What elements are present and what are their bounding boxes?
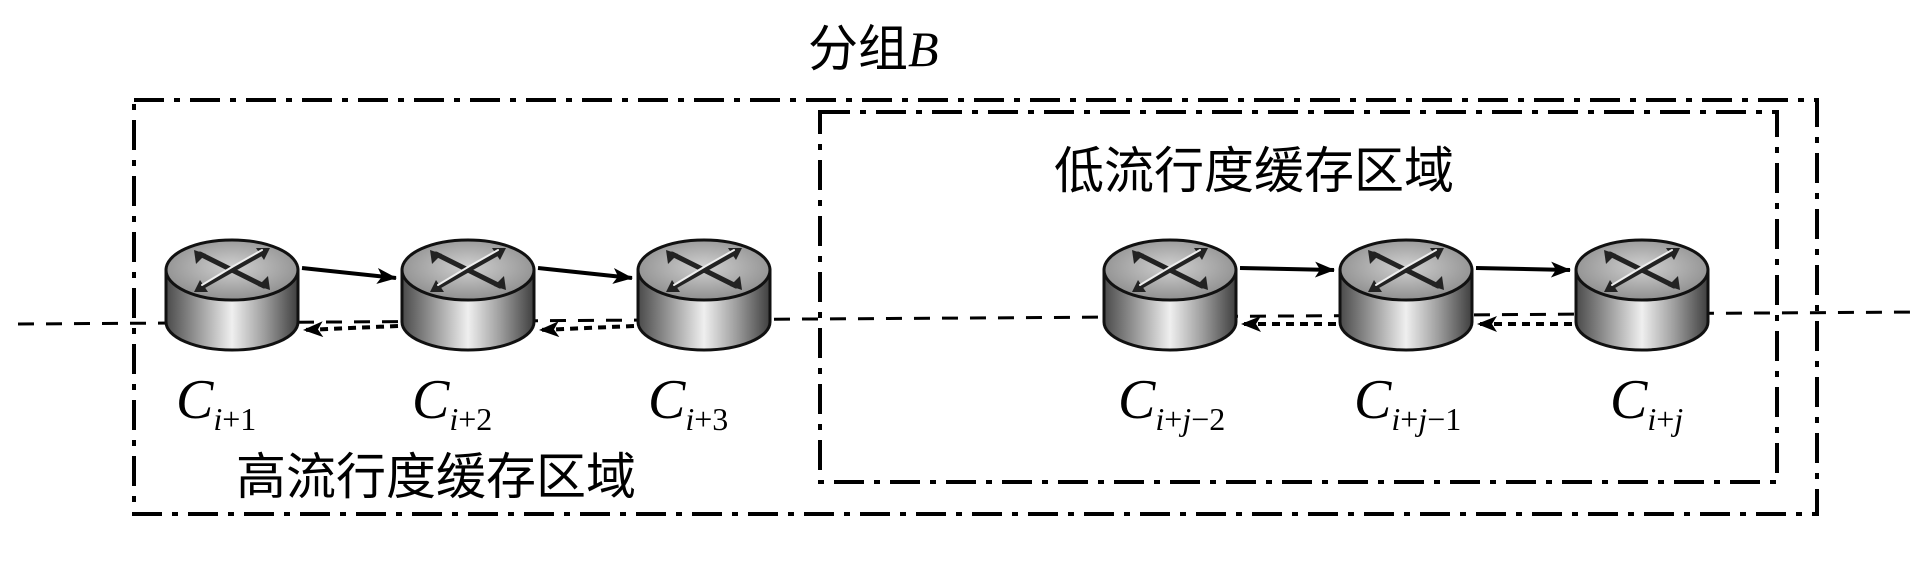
high-popularity-label: 高流行度缓存区域 bbox=[236, 448, 636, 506]
low-popularity-region-border bbox=[818, 110, 1779, 484]
router-icon bbox=[1340, 240, 1472, 350]
solid-arrow-icon bbox=[1239, 261, 1335, 278]
group-b-border bbox=[132, 98, 1819, 516]
dashed-arrow-icon bbox=[303, 321, 399, 338]
backward-arrows bbox=[303, 316, 1572, 338]
solid-arrow-icon bbox=[301, 266, 397, 284]
router-icon bbox=[1104, 240, 1236, 350]
group-title: 分组B bbox=[808, 20, 939, 78]
dashed-baseline bbox=[17, 310, 1921, 326]
solid-arrow-icon bbox=[537, 266, 633, 284]
node-label-c-i-plus-j-minus-2: Ci+j−2 bbox=[1118, 369, 1225, 437]
solid-arrow-icon bbox=[1475, 261, 1571, 278]
node-label-c-i-plus-j: Ci+j bbox=[1610, 369, 1683, 437]
group-title-prefix: 分组 bbox=[808, 20, 908, 78]
group-title-var: B bbox=[908, 21, 939, 77]
node-labels: Ci+1 Ci+2 Ci+3 Ci+j−2 Ci+j−1 Ci+j bbox=[176, 369, 1683, 437]
router-icon bbox=[166, 240, 298, 350]
node-label-c-i-plus-2: Ci+2 bbox=[412, 369, 492, 437]
node-label-c-i-plus-3: Ci+3 bbox=[648, 369, 728, 437]
router-icon bbox=[402, 240, 534, 350]
low-popularity-label: 低流行度缓存区域 bbox=[1054, 142, 1454, 200]
forward-arrows bbox=[301, 261, 1571, 284]
dashed-arrow-icon bbox=[539, 321, 635, 338]
router-group bbox=[166, 240, 1708, 350]
router-icon bbox=[638, 240, 770, 350]
router-icon bbox=[1576, 240, 1708, 350]
node-label-c-i-plus-1: Ci+1 bbox=[176, 369, 256, 437]
node-label-c-i-plus-j-minus-1: Ci+j−1 bbox=[1354, 369, 1461, 437]
